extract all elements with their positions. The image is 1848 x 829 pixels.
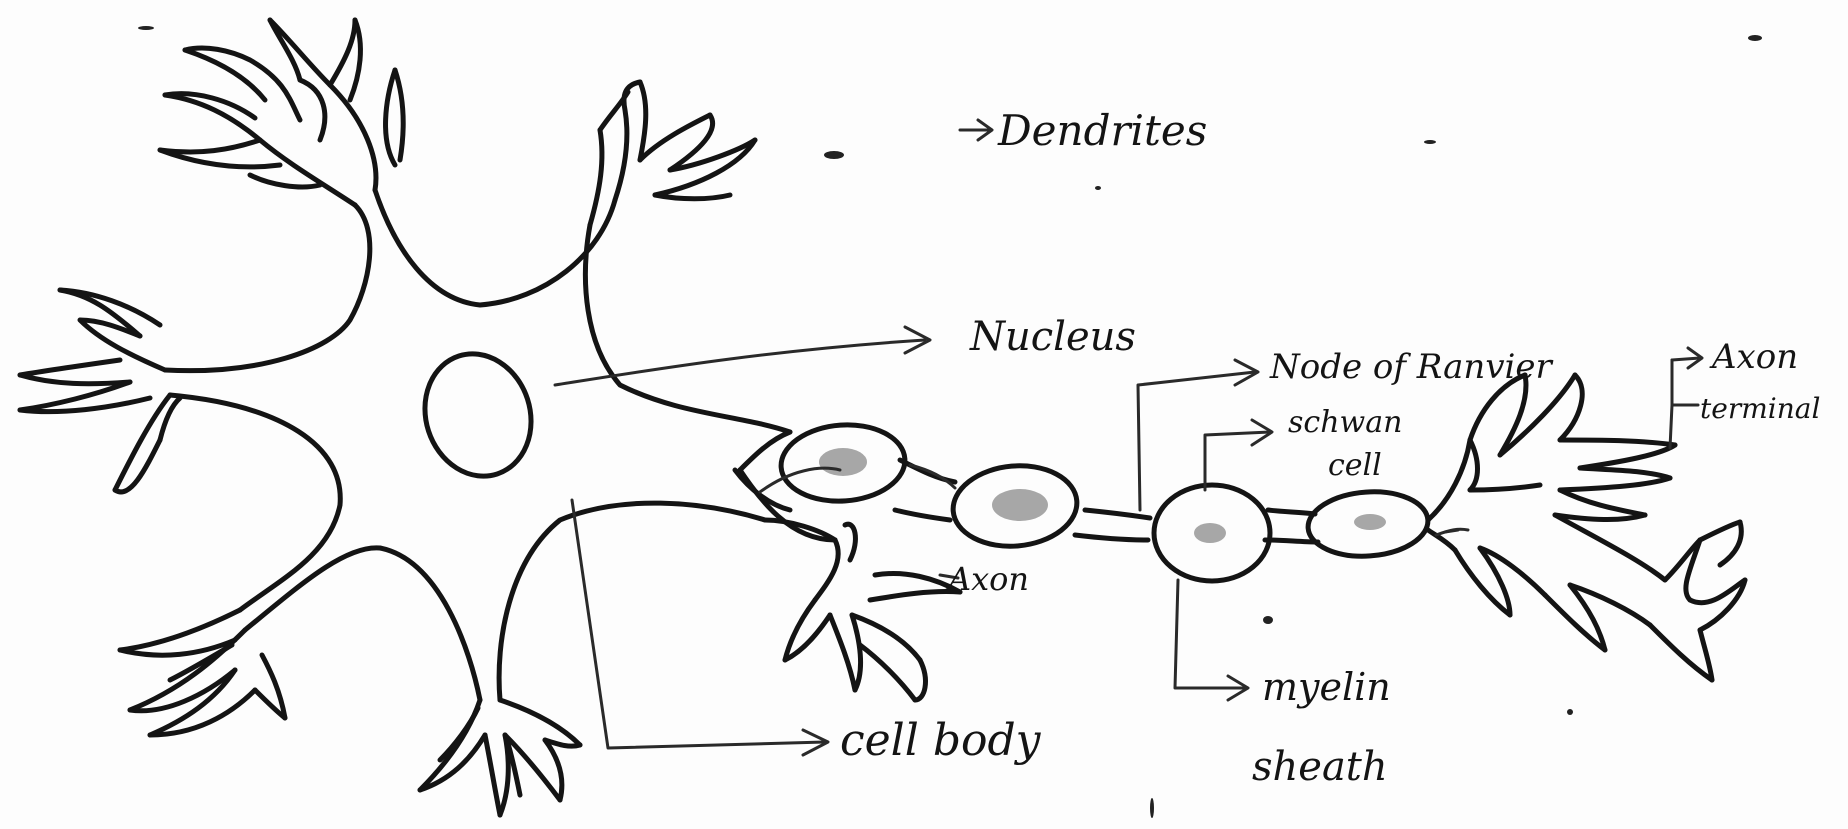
- dendrite-bottom-center: [420, 700, 580, 815]
- label-schwann-cell-line2: cell: [1328, 448, 1382, 483]
- dendrite-left: [20, 290, 180, 492]
- schwann-cell-1: [779, 421, 908, 505]
- dendrite-axon-side: [735, 470, 960, 700]
- label-schwann-cell-line1: schwan: [1288, 405, 1402, 440]
- label-nucleus: Nucleus: [969, 314, 1136, 360]
- nucleus: [409, 340, 546, 490]
- axon-terminal: [1428, 375, 1745, 680]
- label-axon-terminal-line2: terminal: [1700, 392, 1820, 425]
- label-cell-body: cell body: [840, 715, 1042, 766]
- schwann-cell-3: [1154, 485, 1270, 581]
- schwann-cell-4: [1306, 488, 1430, 560]
- label-node-of-ranvier: Node of Ranvier: [1269, 347, 1554, 387]
- label-myelin-sheath-line2: sheath: [1252, 744, 1388, 790]
- label-axon: Axon: [945, 560, 1029, 598]
- cell-body-outline: [165, 190, 790, 700]
- label-myelin-sheath-line1: myelin: [1262, 665, 1391, 709]
- pointer-lines: [555, 120, 1702, 755]
- dendrite-top-left: [160, 20, 403, 205]
- dendrite-bottom-left: [120, 610, 285, 735]
- label-dendrites: Dendrites: [997, 106, 1207, 155]
- label-axon-terminal-line1: Axon: [1709, 337, 1798, 377]
- schwann-cell-2: [950, 461, 1081, 552]
